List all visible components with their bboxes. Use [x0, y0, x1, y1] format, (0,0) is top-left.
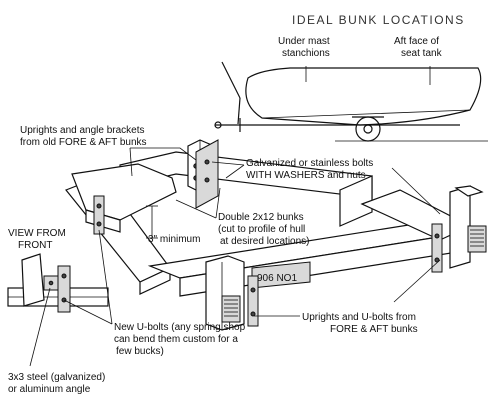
front-view-bunk [21, 253, 45, 307]
label-3-minimum: 3" minimum [148, 234, 200, 245]
front-view-ubolt [57, 265, 71, 313]
svg-text:or aluminum angle: or aluminum angle [8, 384, 91, 395]
svg-text:FORE & AFT bunks: FORE & AFT bunks [330, 324, 418, 335]
label-under-mast: Under mast [278, 36, 330, 47]
label-view-from-front: VIEW FROM [8, 228, 66, 239]
svg-text:seat tank: seat tank [401, 48, 443, 59]
svg-text:WITH WASHERS and nuts: WITH WASHERS and nuts [246, 170, 366, 181]
diagram-title: IDEAL BUNK LOCATIONS [292, 13, 465, 27]
hitch [214, 121, 222, 129]
svg-text:few bucks): few bucks) [116, 346, 164, 357]
winch-post [237, 97, 241, 125]
svg-text:can bend them custom for a: can bend them custom for a [114, 334, 238, 345]
trailer-wheel [355, 116, 381, 142]
label-uprights-old: Uprights and angle brackets [20, 125, 145, 136]
label-steel: 3x3 steel (galvanized) [8, 372, 105, 383]
upright-right [449, 185, 471, 269]
tail-light-left [221, 295, 241, 323]
leader-lines [29, 147, 441, 367]
tail-light-right [467, 225, 487, 253]
bow-stand [221, 61, 241, 99]
svg-text:stanchions: stanchions [282, 48, 330, 59]
svg-text:at desired locations): at desired locations) [220, 236, 310, 247]
svg-text:(cut to profile of hull: (cut to profile of hull [218, 224, 305, 235]
label-uprights-new: Uprights and U-bolts from [302, 312, 416, 323]
svg-text:from old FORE & AFT bunks: from old FORE & AFT bunks [20, 137, 147, 148]
hull-waterline [261, 109, 471, 119]
u-bolt-bracket-front [247, 275, 259, 327]
trailer-assembly: 906 NO1 [65, 139, 487, 331]
front-view-inset [7, 253, 109, 313]
label-bolts: Galvanized or stainless bolts [246, 158, 373, 169]
boat-hull [245, 67, 482, 126]
angle-bracket [195, 139, 219, 209]
boat-trailer-inset [214, 61, 488, 142]
u-bolt-left [93, 195, 105, 235]
svg-text:FRONT: FRONT [18, 240, 52, 251]
label-double-bunks: Double 2x12 bunks [218, 212, 304, 223]
label-aft-face: Aft face of [394, 36, 439, 47]
u-bolt-bracket-right [431, 223, 443, 273]
label-new-ubolts: New U-bolts (any spring shop [114, 322, 246, 333]
license-plate-number: 906 NO1 [257, 273, 297, 284]
